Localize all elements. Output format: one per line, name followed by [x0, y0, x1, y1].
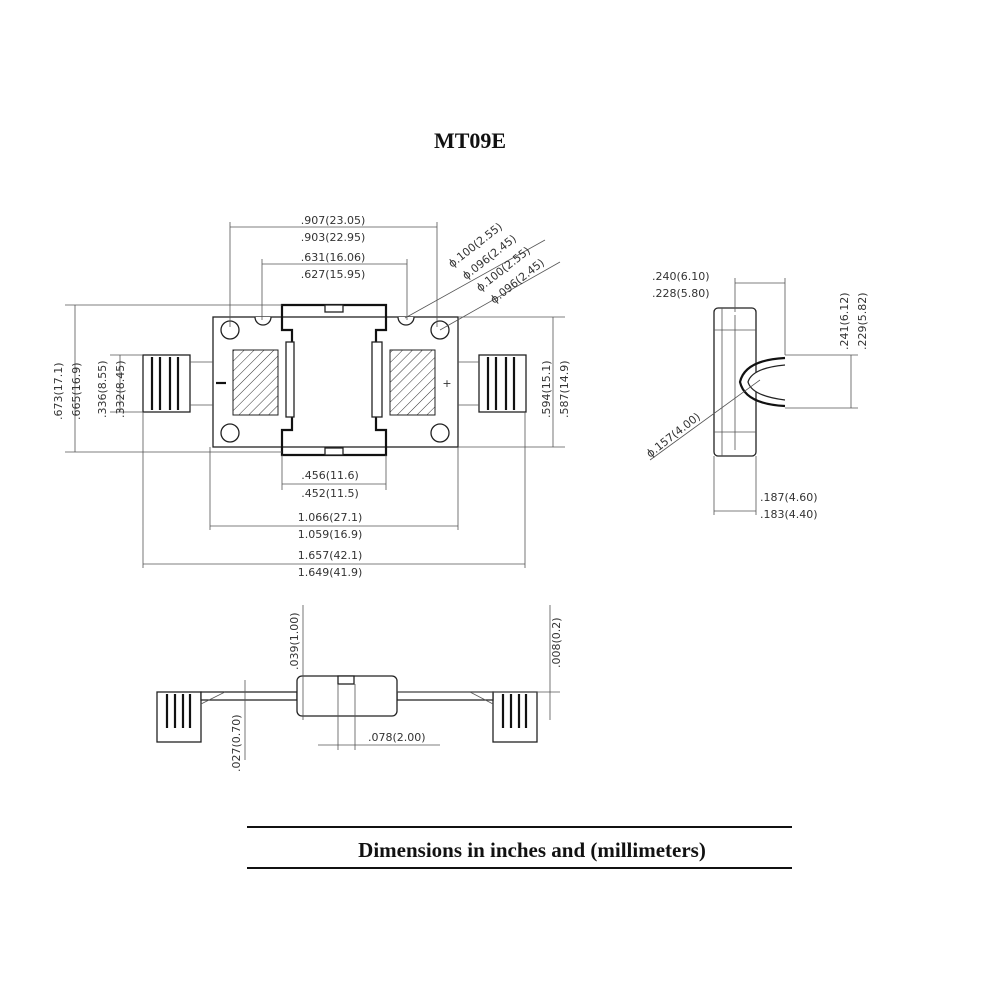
dim-text: .241(6.12) [838, 292, 851, 350]
dim-text: .907(23.05) [301, 214, 366, 227]
dim-text: .027(0.70) [230, 714, 243, 772]
plus-mark: + [442, 377, 451, 390]
dim-text: .336(8.55) [96, 360, 109, 418]
notch [397, 316, 415, 326]
body-window [371, 341, 383, 418]
dim-text: .903(22.95) [301, 231, 366, 244]
dim-text: .187(4.60) [760, 491, 818, 504]
side-fork [738, 356, 786, 408]
dim-text: 1.649(41.9) [298, 566, 363, 579]
dim-text: .594(15.1) [540, 360, 553, 418]
dim-text: .229(5.82) [856, 292, 869, 350]
drawing-title: MT09E [434, 128, 506, 153]
side-view: .240(6.10) .228(5.80) .241(6.12) .229(5.… [644, 270, 869, 521]
top-view: + .907(23.05) .903(22.95) .631(16.06) .6… [52, 214, 571, 579]
body-key [324, 304, 344, 313]
front-tab-right [492, 691, 538, 743]
dim-text: .240(6.10) [652, 270, 710, 283]
notch [254, 316, 272, 326]
dim-text: ϕ.157(4.00) [644, 410, 703, 460]
body-window [285, 341, 295, 418]
dim-text: .673(17.1) [52, 362, 65, 420]
front-tab-left [156, 691, 202, 743]
dim-text: .078(2.00) [368, 731, 426, 744]
lead-pad-left [232, 349, 279, 416]
dim-text: .456(11.6) [301, 469, 359, 482]
dim-text: .183(4.40) [760, 508, 818, 521]
mount-hole [220, 423, 240, 443]
body-key [324, 447, 344, 456]
dim-text: .008(0.2) [550, 617, 563, 668]
dim-text: 1.059(16.9) [298, 528, 363, 541]
dim-text: .665(16.9) [70, 362, 83, 420]
mount-hole [430, 423, 450, 443]
dim-text: .631(16.06) [301, 251, 366, 264]
lead-tab-left [142, 354, 191, 413]
footer-note: Dimensions in inches and (millimeters) [358, 838, 706, 862]
lead-tab-right [478, 354, 527, 413]
lead-pad-right [389, 349, 436, 416]
dim-text: .039(1.00) [288, 612, 301, 670]
dim-text: .627(15.95) [301, 268, 366, 281]
front-view: .039(1.00) .008(0.2) .027(0.70) .078(2.0… [156, 605, 563, 772]
dim-text: .587(14.9) [558, 360, 571, 418]
dim-text: .228(5.80) [652, 287, 710, 300]
dim-text: .452(11.5) [301, 487, 359, 500]
dim-text: 1.657(42.1) [298, 549, 363, 562]
dim-text: .332(8.45) [114, 360, 127, 418]
dim-text: 1.066(27.1) [298, 511, 363, 524]
